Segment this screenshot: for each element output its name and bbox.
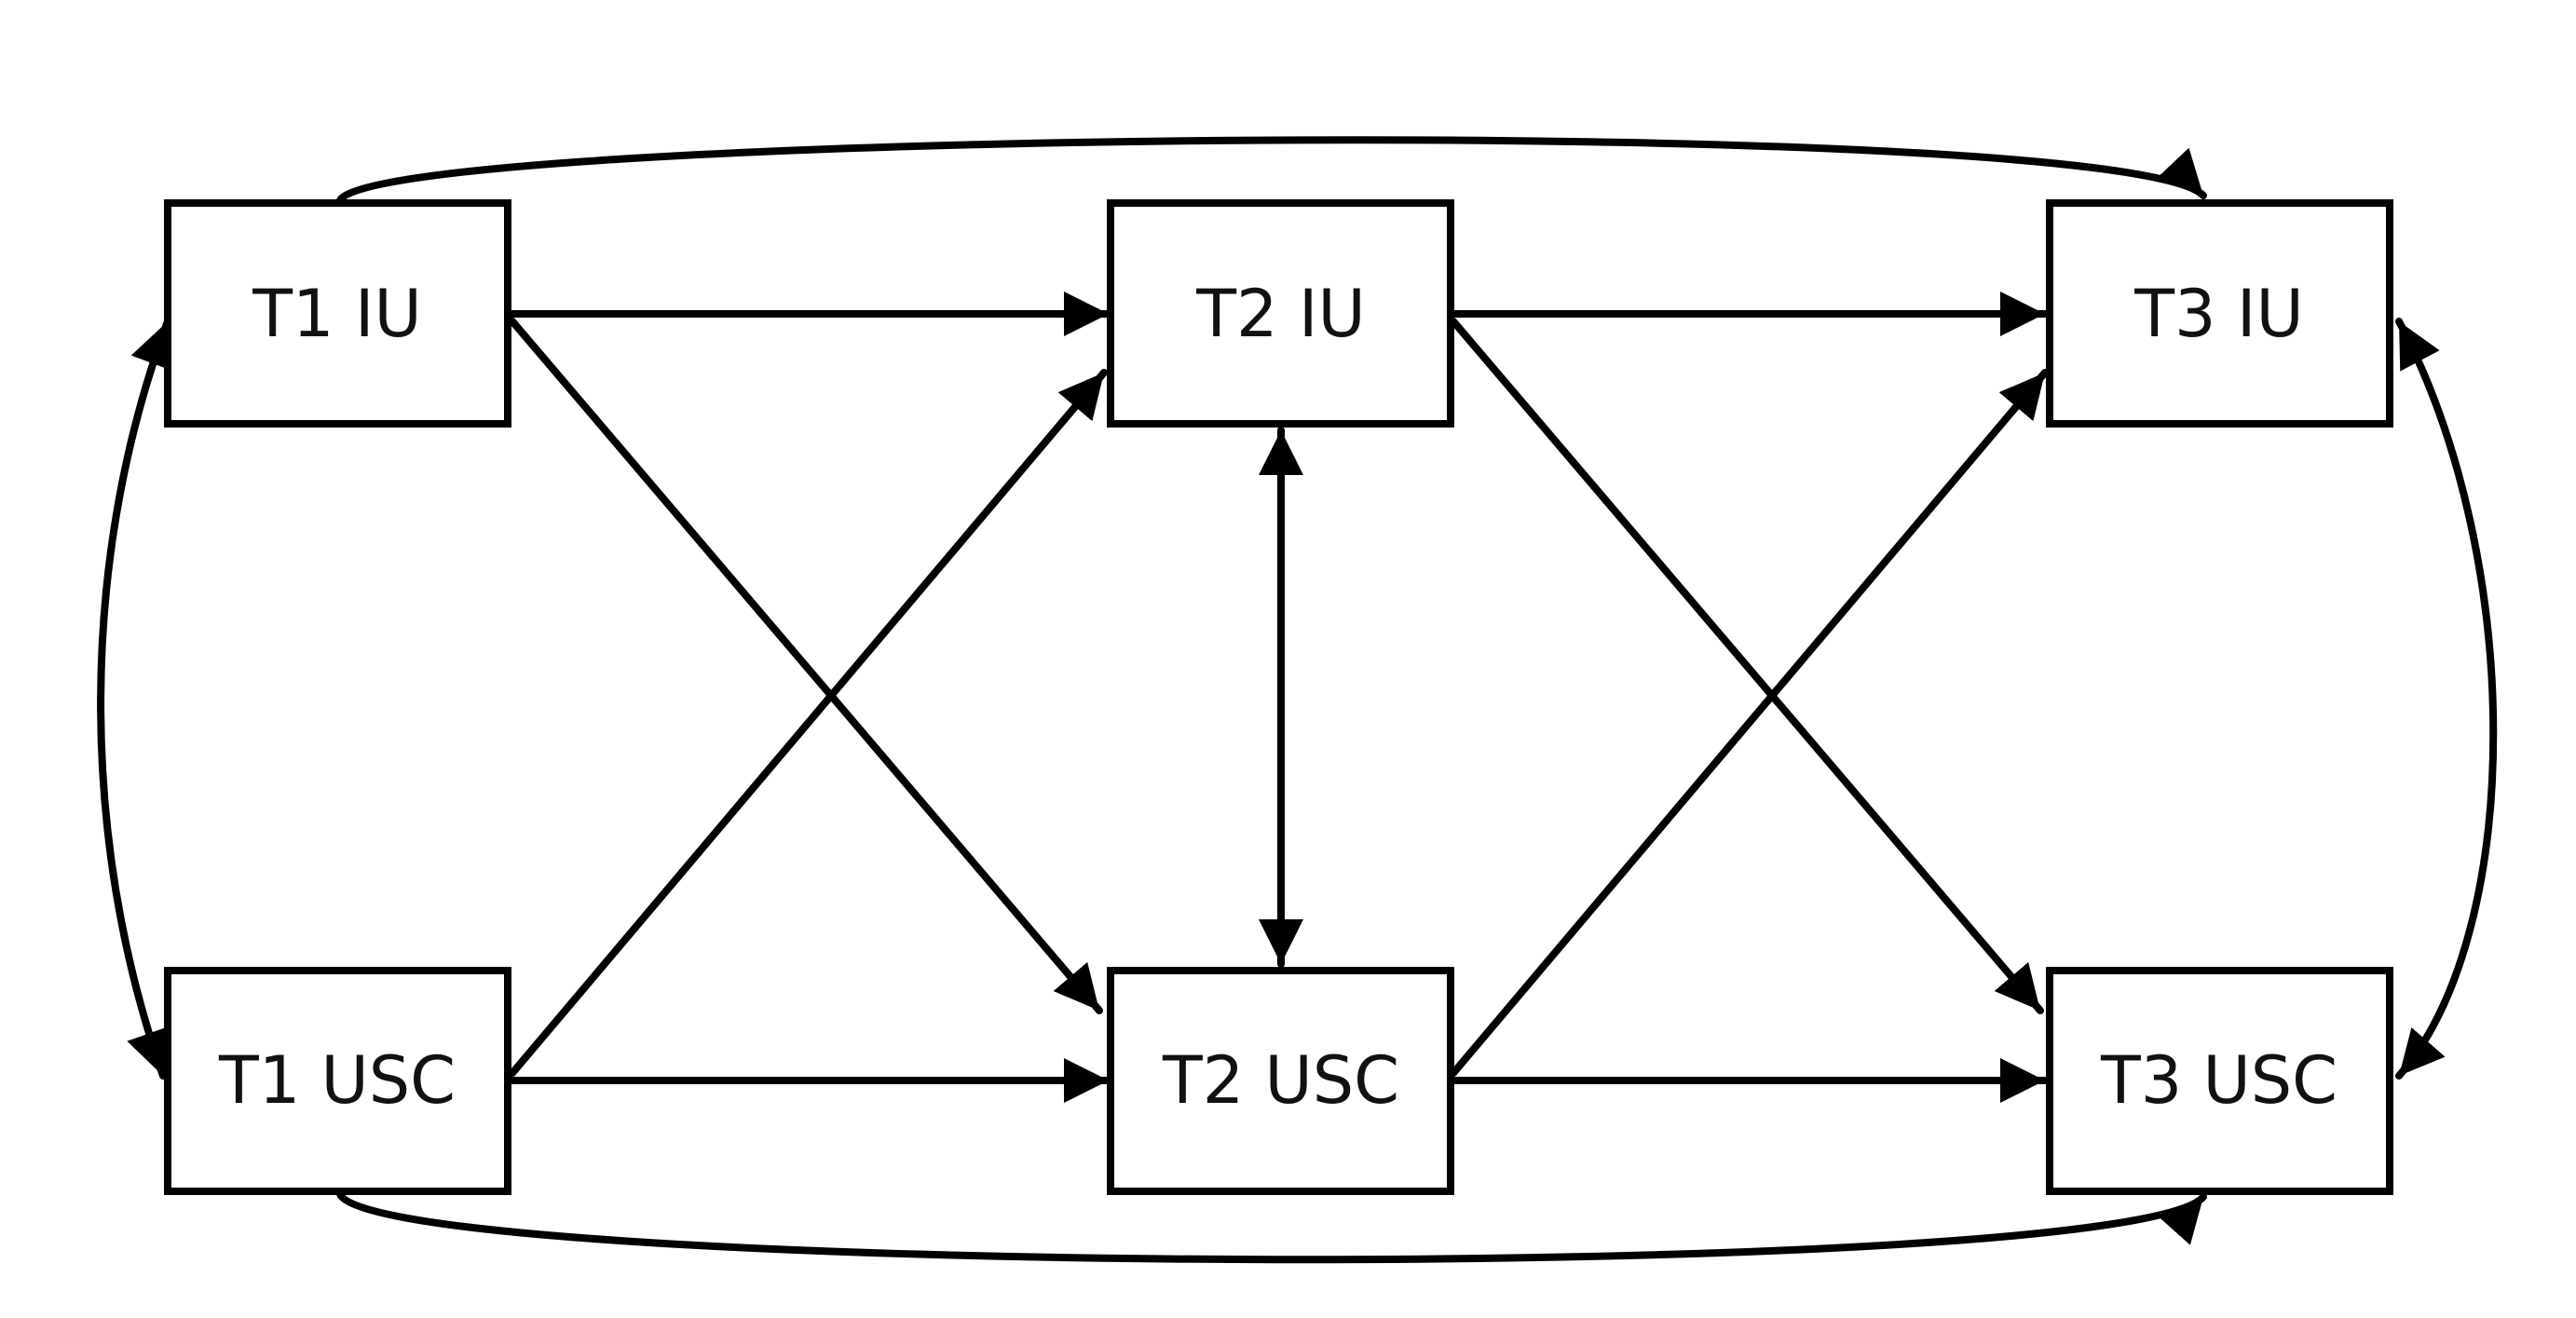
edge-t1usc-to-t2iu	[509, 369, 1108, 1077]
edge-t1usc-to-t3usc	[336, 1190, 2207, 1264]
node-label: T3 IU	[2133, 276, 2303, 352]
edge-t1iu-to-t2usc	[509, 318, 1103, 1014]
node-t1-usc: T1 USC	[164, 967, 511, 1195]
edge-t3iu-t3usc-bidirectional	[2395, 318, 2498, 1080]
node-t2-usc: T2 USC	[1107, 967, 1454, 1195]
node-box	[1107, 967, 1454, 1195]
node-t3-iu: T3 IU	[2046, 199, 2393, 428]
edge-t2usc-to-t3iu	[1450, 369, 2049, 1077]
node-box	[164, 967, 511, 1195]
node-t3-usc: T3 USC	[2046, 967, 2393, 1195]
node-label: T1 USC	[218, 1042, 456, 1119]
node-t1-iu: T1 IU	[164, 199, 511, 428]
node-label: T1 IU	[252, 276, 421, 352]
edge-t2iu-to-t3usc	[1450, 318, 2044, 1014]
node-box	[2046, 199, 2393, 428]
node-t2-iu: T2 IU	[1107, 199, 1454, 428]
node-box	[164, 199, 511, 428]
edge-t1iu-t1usc-bidirectional	[97, 318, 173, 1080]
node-label: T2 USC	[1162, 1042, 1399, 1119]
node-label: T3 USC	[2100, 1042, 2337, 1119]
node-box	[1107, 199, 1454, 428]
node-label: T2 IU	[1195, 276, 1365, 352]
node-box	[2046, 967, 2393, 1195]
edge-t1iu-to-t3iu	[336, 136, 2207, 204]
